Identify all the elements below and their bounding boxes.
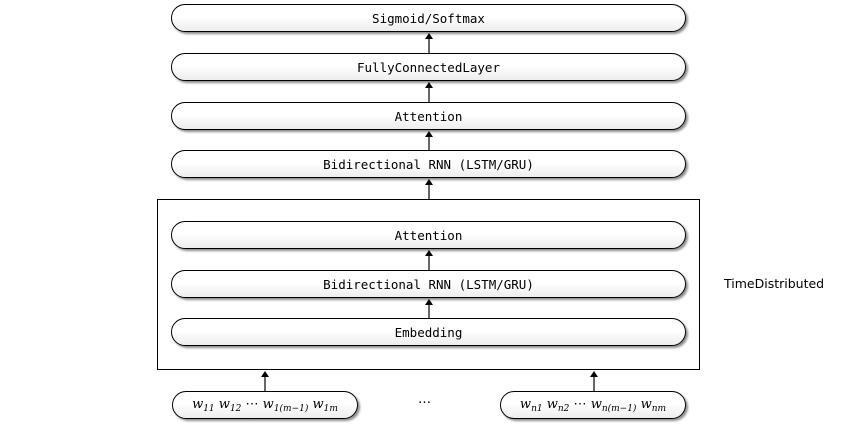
fully-connected-layer: FullyConnectedLayer xyxy=(171,53,686,81)
arrow-attention-to-fc xyxy=(425,82,433,102)
arrow-inner-birnn-to-attention xyxy=(425,250,433,270)
attention-top-label: Attention xyxy=(394,108,463,124)
attention-inner-label: Attention xyxy=(394,227,463,243)
arrow-input-first-to-td xyxy=(261,371,269,391)
embedding-layer: Embedding xyxy=(171,318,686,346)
time-distributed-box xyxy=(157,199,700,370)
time-distributed-label: TimeDistributed xyxy=(724,276,825,291)
arrow-fc-to-sigmoid xyxy=(425,33,433,53)
arrow-input-last-to-td xyxy=(590,371,598,391)
input-ellipsis: … xyxy=(418,392,431,407)
sigmoid-softmax-layer: Sigmoid/Softmax xyxy=(171,4,686,32)
input-last-text: wn1 wn2 ⋯ wn(m−1) wnm xyxy=(519,396,667,414)
attention-layer-top: Attention xyxy=(171,102,686,130)
birnn-top-label: Bidirectional RNN (LSTM/GRU) xyxy=(323,156,534,172)
input-sequence-first: w11 w12 ⋯ w1(m−1) w1m xyxy=(172,391,358,419)
input-first-text: w11 w12 ⋯ w1(m−1) w1m xyxy=(192,396,338,414)
fully-connected-label: FullyConnectedLayer xyxy=(357,59,500,75)
arrow-embedding-to-birnn xyxy=(425,299,433,318)
sigmoid-softmax-label: Sigmoid/Softmax xyxy=(372,10,485,26)
birnn-layer-top: Bidirectional RNN (LSTM/GRU) xyxy=(171,150,686,178)
embedding-label: Embedding xyxy=(394,324,463,340)
birnn-inner-label: Bidirectional RNN (LSTM/GRU) xyxy=(323,276,534,292)
input-sequence-last: wn1 wn2 ⋯ wn(m−1) wnm xyxy=(500,391,686,419)
arrow-td-to-birnn xyxy=(425,179,433,199)
birnn-layer-inner: Bidirectional RNN (LSTM/GRU) xyxy=(171,270,686,298)
arrow-birnn-to-attention xyxy=(425,131,433,150)
attention-layer-inner: Attention xyxy=(171,221,686,249)
